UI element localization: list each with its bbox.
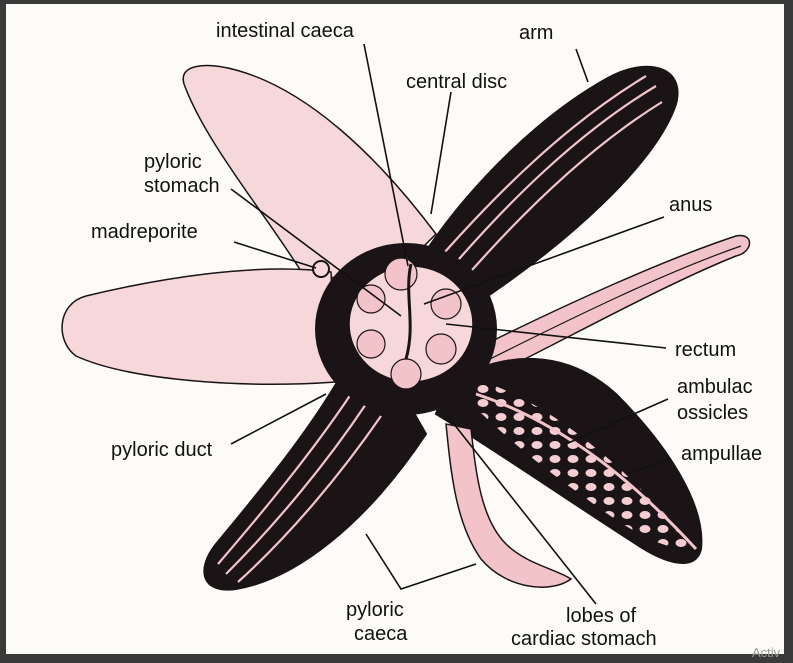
pyloric-stomach <box>404 263 413 360</box>
label-ampullae: ampullae <box>681 443 762 465</box>
label-madreporite: madreporite <box>91 221 198 243</box>
label-arm: arm <box>519 22 553 44</box>
arm-upper-right-caeca <box>435 75 663 287</box>
ambulacral-groove <box>470 378 697 551</box>
arm-upper-left <box>182 64 437 280</box>
labels: intestinal caeca arm central disc pylori… <box>91 20 762 650</box>
label-pyloric-caeca-1: pyloric <box>346 599 404 621</box>
label-anus: anus <box>669 194 712 216</box>
arm-right-thin <box>474 234 751 377</box>
starfish-diagram: intestinal caeca arm central disc pylori… <box>61 20 762 650</box>
pyloric-caeca-tube <box>445 423 573 588</box>
arm-lower-left-caeca <box>217 393 382 583</box>
label-cardiac-stomach-1: lobes of <box>566 605 636 627</box>
leader-lines <box>230 43 672 605</box>
madreporite <box>312 260 330 278</box>
arm-left <box>61 268 337 385</box>
label-central-disc: central disc <box>406 71 507 93</box>
label-pyloric-duct: pyloric duct <box>111 439 213 461</box>
label-ambulacral-2: ossicles <box>677 402 748 424</box>
label-pyloric-caeca-2: caeca <box>354 623 408 645</box>
label-pyloric-stomach-2: stomach <box>144 175 220 197</box>
arm-lower-left <box>203 382 428 591</box>
label-ambulacral-1: ambulac <box>677 376 753 398</box>
label-cardiac-stomach-2: cardiac stomach <box>511 628 657 650</box>
diagram-frame: intestinal caeca arm central disc pylori… <box>6 4 784 654</box>
arm-upper-right <box>419 65 679 306</box>
label-rectum: rectum <box>675 339 736 361</box>
label-intestinal-caeca: intestinal caeca <box>216 20 355 42</box>
activation-watermark: Activ <box>752 645 781 660</box>
label-pyloric-stomach-1: pyloric <box>144 151 202 173</box>
